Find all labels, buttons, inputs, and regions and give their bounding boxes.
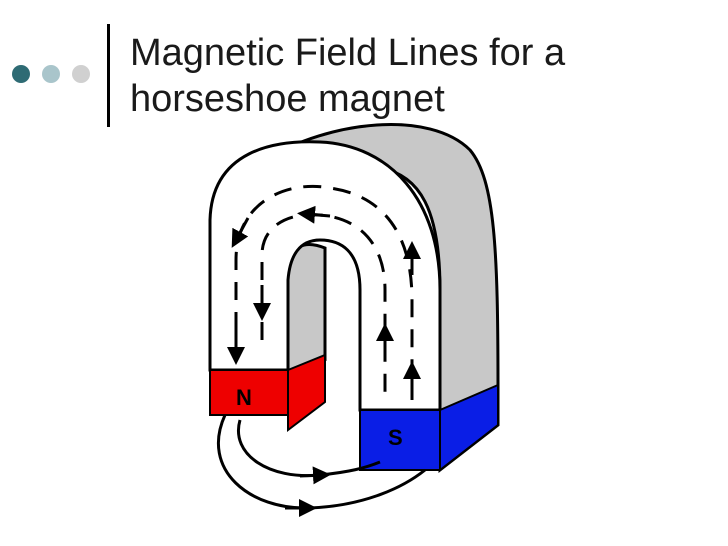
arrow-outer-1 [299, 466, 331, 485]
title-divider [107, 24, 110, 127]
magnet-front-face [208, 140, 442, 412]
magnet-side-face [260, 123, 500, 474]
arrow-down-left-top [231, 217, 250, 248]
bullet-dot-medium [42, 65, 60, 83]
outer-field-line-1 [237, 419, 381, 478]
north-pole-side [287, 353, 326, 433]
bullet-dot-dark [12, 65, 30, 83]
bullet-dot-light [72, 65, 90, 83]
arrow-left-top [297, 205, 331, 224]
slide-title-line-1: Magnetic Field Lines for a [130, 32, 566, 74]
south-pole-front [359, 409, 441, 471]
north-pole-front [209, 369, 289, 416]
slide-bullets [12, 65, 102, 85]
slide-title: Magnetic Field Lines for a horseshoe mag… [130, 30, 710, 122]
north-pole-label: N [236, 385, 252, 410]
south-pole-label: S [388, 425, 403, 450]
south-pole-side [439, 383, 499, 473]
slide-title-line-2: horseshoe magnet [130, 78, 445, 120]
